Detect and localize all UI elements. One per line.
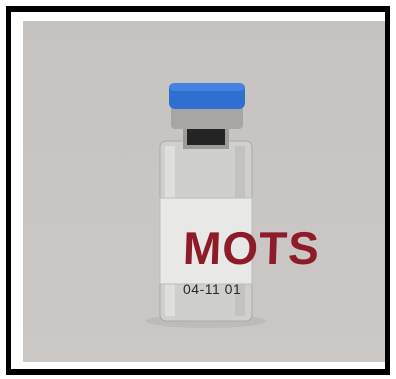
- vial-cap-highlight: [169, 83, 245, 91]
- vial-crimp: [171, 105, 243, 129]
- vial-label-mots-text: MOTS: [182, 222, 321, 274]
- vial-label-lot-text: 04-11 01: [183, 281, 242, 297]
- vial-stopper: [187, 125, 225, 145]
- vial-illustration: [146, 83, 266, 328]
- vial-label: [159, 197, 253, 285]
- product-photo: MOTS 04-11 01: [23, 21, 385, 362]
